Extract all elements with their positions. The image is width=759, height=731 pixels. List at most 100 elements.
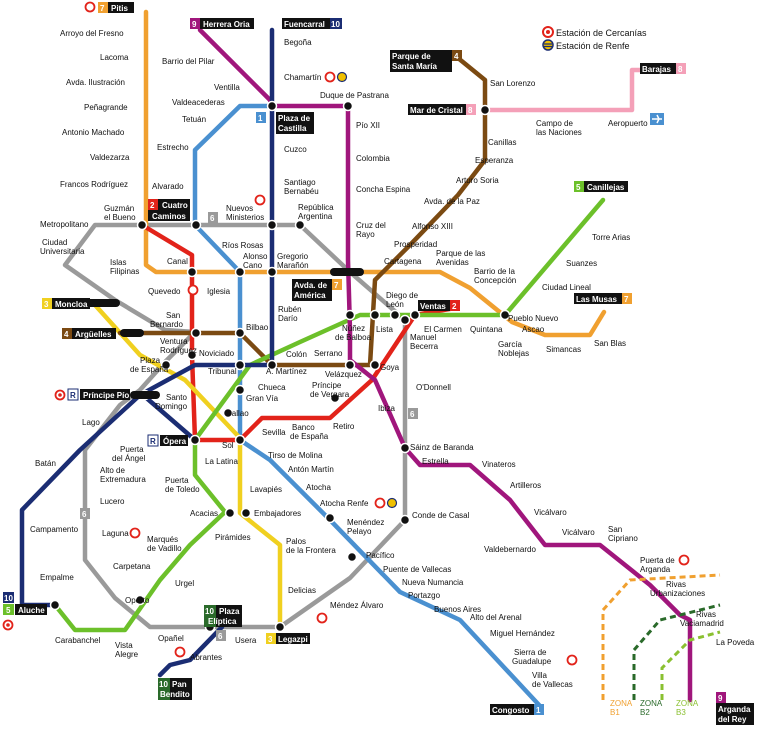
- svg-text:Cuzco: Cuzco: [284, 145, 307, 154]
- svg-text:Quintana: Quintana: [470, 325, 503, 334]
- svg-text:Opañel: Opañel: [158, 634, 184, 643]
- svg-text:Plaza: Plaza: [219, 607, 240, 616]
- svg-text:Pelayo: Pelayo: [347, 527, 372, 536]
- renfe-icon: [542, 39, 554, 51]
- svg-text:O'Donnell: O'Donnell: [416, 383, 451, 392]
- svg-text:Núñez: Núñez: [342, 324, 365, 333]
- line-7-path: [143, 9, 607, 338]
- svg-text:Cruz del: Cruz del: [356, 221, 386, 230]
- svg-text:Caminos: Caminos: [152, 212, 186, 221]
- svg-text:Valdezarza: Valdezarza: [90, 153, 130, 162]
- svg-text:Puerta de: Puerta de: [640, 556, 675, 565]
- svg-text:Sáinz de Baranda: Sáinz de Baranda: [410, 443, 474, 452]
- svg-text:Chamartín: Chamartín: [284, 73, 321, 82]
- svg-text:Ibiza: Ibiza: [378, 404, 395, 413]
- svg-text:Antón Martín: Antón Martín: [288, 465, 334, 474]
- svg-text:Pueblo Nuevo: Pueblo Nuevo: [508, 314, 559, 323]
- svg-text:Guzmán: Guzmán: [104, 204, 134, 213]
- svg-text:de España: de España: [290, 432, 329, 441]
- svg-text:de la Frontera: de la Frontera: [286, 546, 336, 555]
- svg-text:de España: de España: [130, 365, 169, 374]
- svg-text:Gran Vía: Gran Vía: [246, 394, 279, 403]
- svg-text:Abrantes: Abrantes: [190, 653, 222, 662]
- line-9-path: [197, 27, 693, 703]
- svg-text:Noviciado: Noviciado: [199, 349, 235, 358]
- svg-text:Alvarado: Alvarado: [152, 182, 184, 191]
- svg-text:10: 10: [4, 594, 13, 603]
- svg-text:A. Martínez: A. Martínez: [266, 367, 307, 376]
- svg-text:Alfonso XIII: Alfonso XIII: [412, 222, 453, 231]
- svg-text:Ciudad: Ciudad: [42, 238, 67, 247]
- svg-text:Moncloa: Moncloa: [55, 300, 88, 309]
- svg-text:Campo de: Campo de: [536, 119, 573, 128]
- svg-text:Extremadura: Extremadura: [100, 475, 146, 484]
- svg-text:Pan: Pan: [172, 680, 187, 689]
- svg-text:6: 6: [82, 510, 87, 519]
- svg-text:Sol: Sol: [222, 441, 234, 450]
- arguelles-bar: [120, 329, 144, 337]
- svg-text:Suanzes: Suanzes: [566, 259, 597, 268]
- svg-text:La Latina: La Latina: [205, 457, 238, 466]
- svg-text:Antonio Machado: Antonio Machado: [62, 128, 125, 137]
- terminal-congosto: Congosto 1: [490, 704, 544, 715]
- svg-text:R: R: [150, 437, 156, 446]
- svg-text:Príncipe: Príncipe: [312, 381, 342, 390]
- svg-text:Tribunal: Tribunal: [208, 367, 237, 376]
- svg-text:Simancas: Simancas: [546, 345, 581, 354]
- svg-text:1: 1: [258, 114, 263, 123]
- svg-text:10: 10: [205, 607, 214, 616]
- line-r-path: [140, 392, 198, 443]
- svg-text:Universitaria: Universitaria: [40, 247, 85, 256]
- svg-text:Puerta: Puerta: [120, 445, 144, 454]
- svg-text:Carpetana: Carpetana: [113, 562, 151, 571]
- svg-text:Ríos Rosas: Ríos Rosas: [222, 241, 263, 250]
- svg-text:Canillejas: Canillejas: [587, 183, 625, 192]
- svg-text:Vaciamadrid: Vaciamadrid: [680, 619, 724, 628]
- svg-text:Cuatro: Cuatro: [162, 201, 188, 210]
- svg-text:Rubén: Rubén: [278, 305, 302, 314]
- terminal-america: Avda. de América 7: [292, 279, 342, 301]
- zone-b1-path: [601, 573, 721, 700]
- svg-text:Alto de: Alto de: [100, 466, 125, 475]
- svg-text:Metropolitano: Metropolitano: [40, 220, 89, 229]
- svg-text:Ventura: Ventura: [160, 337, 188, 346]
- svg-text:Campamento: Campamento: [30, 525, 79, 534]
- svg-text:Bilbao: Bilbao: [246, 323, 269, 332]
- terminal-cuatro: 2 Cuatro Caminos: [148, 199, 190, 221]
- svg-text:Puente de Vallecas: Puente de Vallecas: [383, 565, 451, 574]
- svg-text:Valdebernardo: Valdebernardo: [484, 545, 536, 554]
- svg-text:Banco: Banco: [292, 423, 315, 432]
- svg-text:Colombia: Colombia: [356, 154, 390, 163]
- svg-text:San Lorenzo: San Lorenzo: [490, 79, 536, 88]
- svg-text:Ascao: Ascao: [522, 325, 545, 334]
- svg-text:Islas: Islas: [110, 258, 126, 267]
- svg-text:Tirso de Molina: Tirso de Molina: [268, 451, 323, 460]
- svg-text:Vicálvaro: Vicálvaro: [534, 508, 567, 517]
- svg-text:Bernardo: Bernardo: [150, 320, 183, 329]
- svg-text:10: 10: [331, 20, 340, 29]
- svg-text:Pirámides: Pirámides: [215, 533, 251, 542]
- svg-text:San Blas: San Blas: [594, 339, 626, 348]
- terminal-marcristal: Mar de Cristal 8: [408, 104, 476, 115]
- svg-text:Cipriano: Cipriano: [608, 534, 638, 543]
- svg-text:Atocha Renfe: Atocha Renfe: [320, 499, 369, 508]
- svg-text:García: García: [498, 340, 523, 349]
- svg-text:3: 3: [268, 635, 273, 644]
- svg-text:Miguel Hernández: Miguel Hernández: [490, 629, 555, 638]
- svg-text:Congosto: Congosto: [492, 706, 529, 715]
- svg-text:9: 9: [718, 694, 723, 703]
- terminal-fuencarral: Fuencarral 10: [282, 18, 342, 29]
- svg-text:La Poveda: La Poveda: [716, 638, 755, 647]
- terminal-pitis: 7 Pitis: [98, 2, 134, 13]
- svg-text:Concepción: Concepción: [474, 276, 516, 285]
- svg-text:Aluche: Aluche: [18, 606, 45, 615]
- svg-text:Herrera Oria: Herrera Oria: [203, 20, 250, 29]
- svg-text:Ventilla: Ventilla: [214, 83, 240, 92]
- svg-text:Arganda: Arganda: [718, 705, 751, 714]
- terminal-eliptica: 10 Plaza Elíptica: [204, 605, 242, 627]
- svg-text:Santa María: Santa María: [392, 62, 437, 71]
- line-4-path: [117, 55, 488, 368]
